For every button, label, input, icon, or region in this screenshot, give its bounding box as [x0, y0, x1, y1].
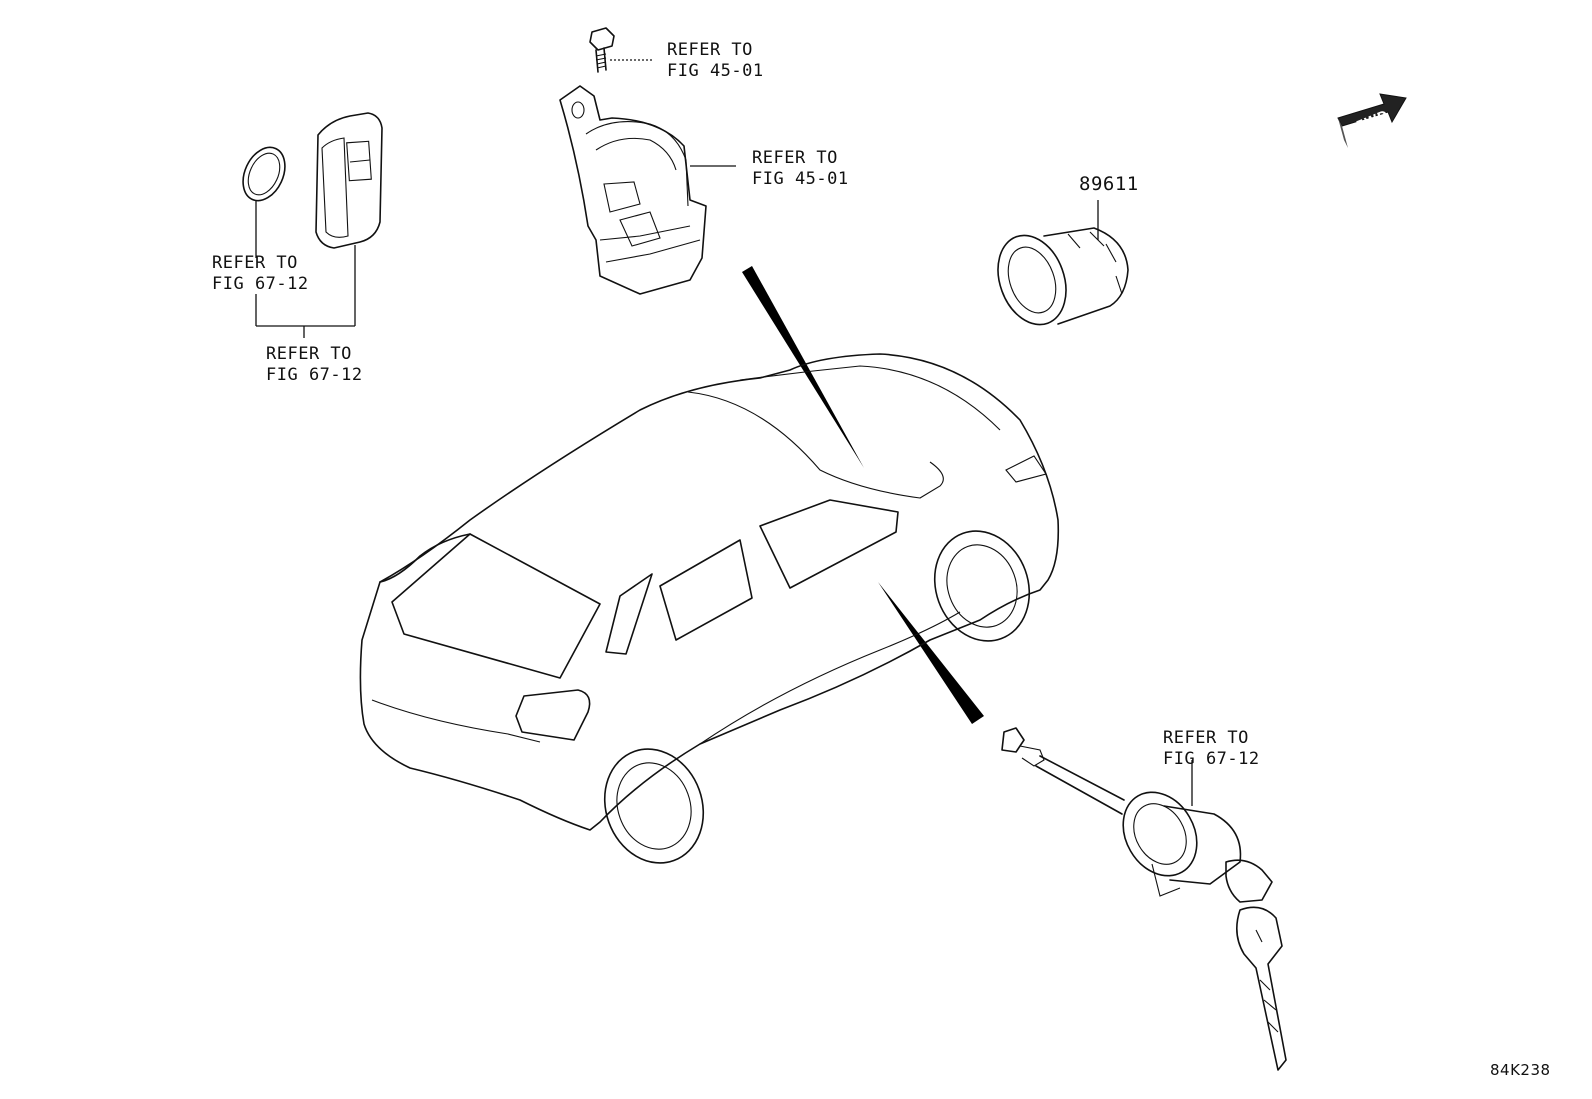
bolt-part: [589, 27, 652, 73]
switch-assembly: [559, 85, 736, 295]
key-blade: [1225, 859, 1287, 1071]
pointer-wedge-bottom: [878, 582, 984, 724]
fwd-arrow-icon: [1337, 93, 1407, 148]
refer-label-cylinder[interactable]: REFER TO FIG 67-12: [1163, 728, 1260, 769]
figure-code: 84K238: [1490, 1061, 1551, 1079]
refer-label-switch[interactable]: REFER TO FIG 45-01: [752, 148, 849, 189]
vehicle-outline: [359, 353, 1060, 864]
part-89611-switch: [997, 200, 1129, 326]
fob-leader-lines: [255, 200, 356, 338]
pointer-wedge-top: [742, 266, 864, 468]
refer-label-ring[interactable]: REFER TO FIG 67-12: [212, 253, 309, 294]
key-ring-part: [242, 146, 286, 202]
part-number-label[interactable]: 89611: [1079, 173, 1139, 195]
smart-key-fob: [315, 112, 383, 249]
door-lock-cylinder: [1001, 727, 1242, 897]
refer-label-bolt[interactable]: REFER TO FIG 45-01: [667, 40, 764, 81]
refer-label-fob-group[interactable]: REFER TO FIG 67-12: [266, 344, 363, 385]
